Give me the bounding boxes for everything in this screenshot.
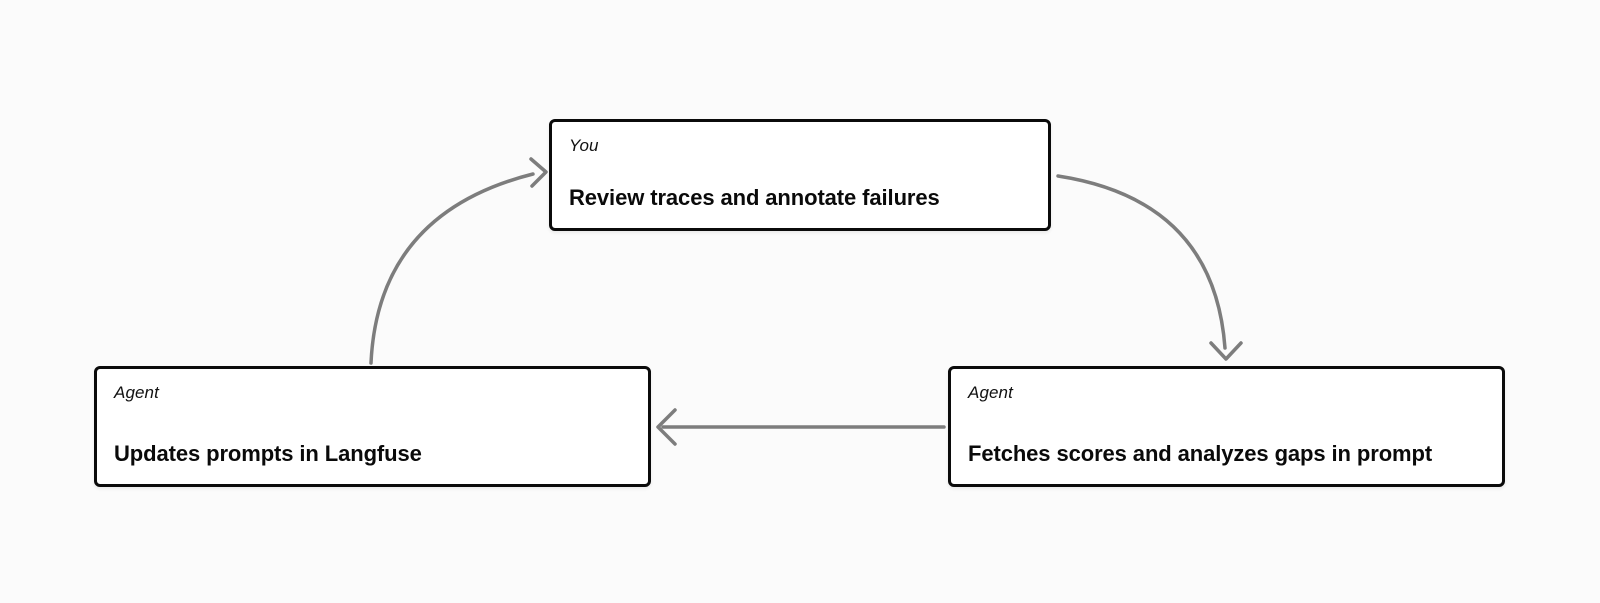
- edge-review-to-fetch: [1056, 174, 1227, 350]
- node-agent-fetch: Agent Fetches scores and analyzes gaps i…: [948, 366, 1505, 487]
- node-actor-label: Agent: [968, 383, 1013, 402]
- arrowhead-right-icon: [529, 157, 548, 188]
- node-action-title: Updates prompts in Langfuse: [114, 440, 422, 466]
- node-you-review: You Review traces and annotate failures: [549, 119, 1051, 231]
- node-action-title: Fetches scores and analyzes gaps in prom…: [968, 440, 1433, 466]
- arrowhead-down-icon: [1209, 341, 1243, 361]
- arrowhead-left-icon: [656, 408, 677, 446]
- node-agent-update: Agent Updates prompts in Langfuse: [94, 366, 651, 487]
- node-action-title: Review traces and annotate failures: [569, 184, 940, 210]
- node-actor-label: You: [569, 136, 599, 155]
- node-actor-label: Agent: [114, 383, 159, 402]
- edge-update-to-review: [369, 172, 535, 365]
